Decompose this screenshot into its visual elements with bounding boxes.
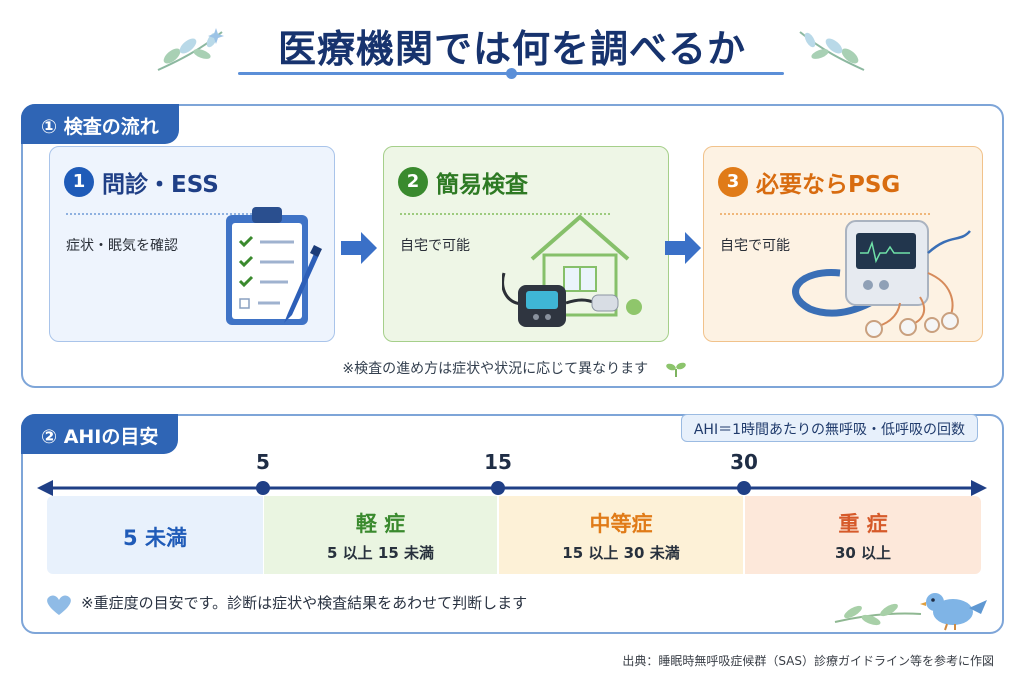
- step-description: 自宅で可能: [720, 238, 790, 254]
- bird-branch-icon: [834, 593, 987, 631]
- step-card-psg: 3 必要ならPSG 自宅で可能: [703, 146, 983, 342]
- tick-marker-30: [737, 481, 751, 495]
- flow-note-text: ※検査の進め方は症状や状況に応じて異なります: [342, 361, 649, 377]
- step-header: 1 問診・ESS: [64, 165, 219, 199]
- ahi-note: ※重症度の目安です。診断は症状や検査結果をあわせて判断します: [81, 594, 528, 612]
- tick-marker-15: [491, 481, 505, 495]
- step-title: 問診・ESS: [102, 172, 219, 198]
- psg-monitor-device-icon: [792, 220, 971, 338]
- dotted-divider: [720, 213, 930, 215]
- leaf-right-icon: [799, 31, 865, 71]
- leaf-left-icon: [157, 28, 224, 71]
- axis-left-arrow-icon: [37, 480, 53, 496]
- band-name: 中等症: [589, 512, 653, 536]
- ahi-section: ② AHIの目安 AHI＝1時間あたりの無呼吸・低呼吸の回数 5 15 30 5…: [21, 414, 1004, 634]
- step-number-badge: 3: [718, 167, 748, 197]
- ahi-scale-axis: [37, 480, 987, 496]
- flow-arrow-icon: [341, 232, 377, 264]
- ahi-tab: ② AHIの目安: [21, 414, 179, 454]
- tick-label-15: 15: [484, 450, 512, 474]
- band-normal: 5 未満: [47, 496, 263, 574]
- band-range: 5 以上 15 未満: [327, 544, 434, 562]
- title-area: 医療機関では何を調べるか: [0, 8, 1024, 86]
- exam-flow-section: ① 検査の流れ 1 問診・ESS 症状・眠気を確認: [21, 104, 1004, 388]
- step-number-badge: 1: [64, 167, 94, 197]
- band-severe: 重 症 30 以上: [745, 496, 981, 574]
- flow-note: ※検査の進め方は症状や状況に応じて異なります: [23, 358, 1006, 378]
- band-name: 軽 症: [355, 512, 406, 536]
- step-header: 3 必要ならPSG: [718, 165, 900, 199]
- sprout-icon: [665, 362, 686, 377]
- band-name: 重 症: [838, 512, 888, 536]
- step-title: 必要ならPSG: [756, 172, 901, 198]
- ahi-definition: AHI＝1時間あたりの無呼吸・低呼吸の回数: [680, 414, 978, 442]
- dotted-divider: [400, 213, 610, 215]
- exam-flow-tab: ① 検査の流れ: [21, 104, 179, 144]
- page-title: 医療機関では何を調べるか: [277, 27, 746, 71]
- band-mild: 軽 症 5 以上 15 未満: [264, 496, 497, 574]
- title-underline-dot: [506, 68, 517, 79]
- dotted-divider: [66, 213, 276, 215]
- band-name: 5 未満: [123, 526, 187, 550]
- band-range: 30 以上: [834, 544, 892, 562]
- tick-label-30: 30: [730, 450, 758, 474]
- band-moderate: 中等症 15 以上 30 未満: [499, 496, 743, 574]
- flow-arrow-icon: [665, 232, 701, 264]
- home-pulse-oximeter-icon: [502, 214, 642, 327]
- source-citation: 出典：睡眠時無呼吸症候群（SAS）診療ガイドライン等を参考に作図: [622, 654, 994, 668]
- step-header: 2 簡易検査: [398, 165, 528, 199]
- heart-icon: [47, 595, 71, 615]
- step-card-interview: 1 問診・ESS 症状・眠気を確認: [49, 146, 335, 342]
- step-description: 自宅で可能: [400, 238, 470, 254]
- step-card-simple-test: 2 簡易検査 自宅で可能: [383, 146, 669, 342]
- tick-marker-5: [256, 481, 270, 495]
- band-range: 15 以上 30 未満: [562, 544, 680, 562]
- tick-label-5: 5: [256, 450, 270, 474]
- step-number-badge: 2: [398, 167, 428, 197]
- clipboard-checklist-icon: [226, 207, 322, 325]
- step-description: 症状・眠気を確認: [66, 238, 178, 254]
- step-title: 簡易検査: [436, 172, 528, 198]
- axis-right-arrow-icon: [971, 480, 987, 496]
